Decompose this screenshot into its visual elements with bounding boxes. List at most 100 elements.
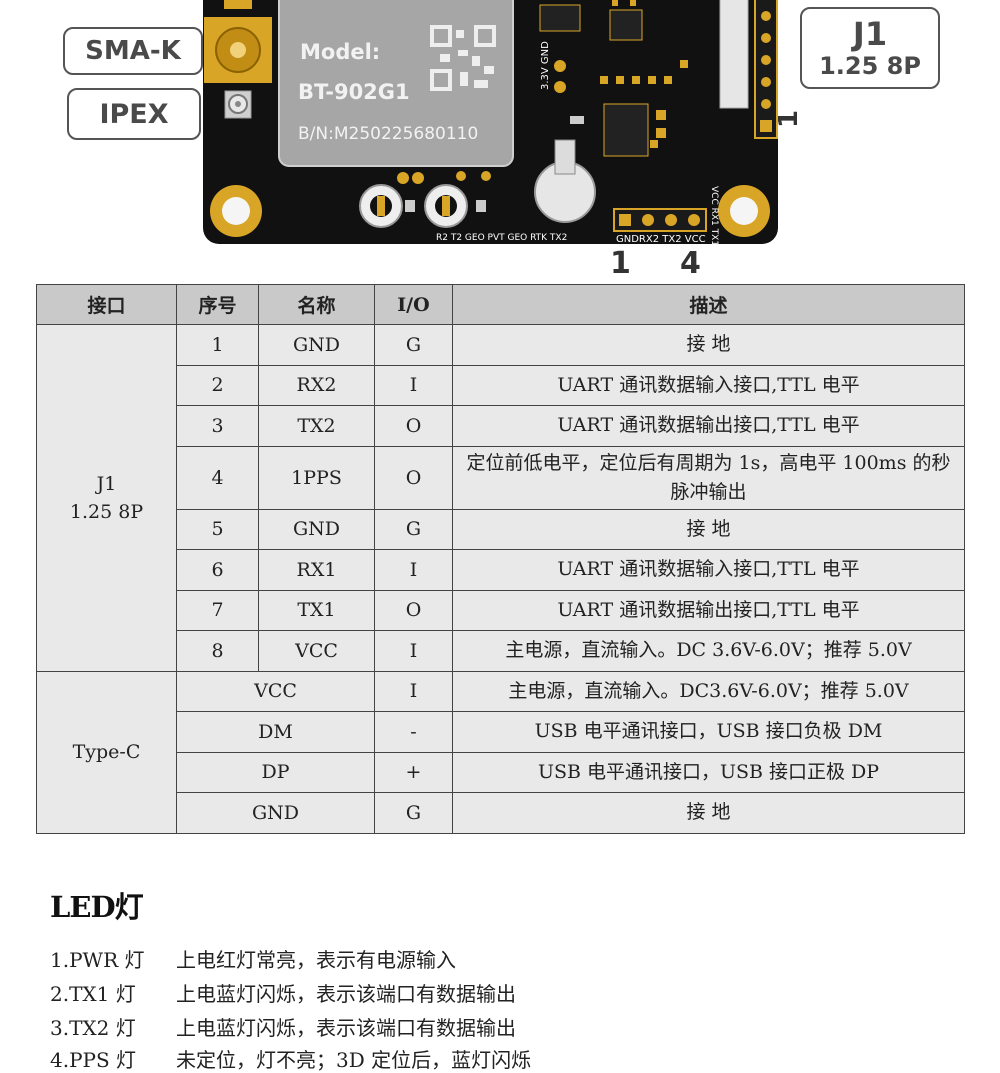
list-item: 4.PPS 灯 未定位，灯不亮；3D 定位后，蓝灯闪烁 [50,1044,531,1073]
table-row: 4 1PPS O 定位前低电平，定位后有周期为 1s，高电平 100ms 的秒脉… [37,445,965,510]
pin-name: GND [258,324,375,366]
table-row: 8 VCC I 主电源，直流输入。DC 3.6V-6.0V；推荐 5.0V [37,630,965,672]
table-row: 3 TX2 O UART 通讯数据输出接口,TTL 电平 [37,405,965,447]
pin-desc: UART 通讯数据输入接口,TTL 电平 [452,364,965,406]
pin-io: O [374,405,453,447]
led-name: 1.PWR 灯 [50,948,145,972]
rtk-silkscreen: R2 T2 GEO PVT GEO RTK TX2 [436,233,567,243]
pin-no: 5 [176,508,259,550]
pin-name: TX1 [258,589,375,631]
pin-name: GND [176,792,375,834]
pin-io: G [374,792,453,834]
table-row: 6 RX1 I UART 通讯数据输入接口,TTL 电平 [37,549,965,591]
pin-name: GND [258,508,375,550]
board-illustration: Model: BT-902G1 B/N:M250225680110 [0,0,1000,282]
table-row: J1 1.25 8P 1 GND G 接 地 [36,324,965,672]
table-header-row: 接口 序号 名称 I/O 描述 [36,284,965,325]
pin-io: O [374,589,453,631]
led-section-title: LED灯 [50,890,144,924]
power-silkscreen: 3.3V GND [540,41,551,90]
pin-no: 3 [176,405,259,447]
led-desc: 未定位，灯不亮；3D 定位后，蓝灯闪烁 [176,1048,532,1072]
table-row: DM - USB 电平通讯接口，USB 接口负极 DM [37,711,965,753]
pin-no: 4 [176,445,259,510]
pin-no: 6 [176,549,259,591]
qr-code-icon [430,25,496,91]
pin-desc: 定位前低电平，定位后有周期为 1s，高电平 100ms 的秒脉冲输出 [452,445,965,510]
j1-spec-label: 1.25 8P [819,52,921,80]
ipex-label: IPEX [99,98,169,130]
sma-k-callout: SMA-K [63,27,203,75]
table-row: 2 RX2 I UART 通讯数据输入接口,TTL 电平 [37,364,965,406]
pin-desc: 接 地 [452,508,965,550]
pin-io: G [374,508,453,550]
pin-name: VCC [176,670,375,712]
pin-name: TX2 [258,405,375,447]
j1-pin-number-1: 1 [774,109,805,129]
table-row: 5 GND G 接 地 [37,508,965,550]
header-desc: 描述 [452,284,965,325]
pin-no: 8 [176,630,259,672]
pin-io: O [374,445,453,510]
pin-io: + [374,751,453,793]
pin-desc: 主电源，直流输入。DC 3.6V-6.0V；推荐 5.0V [452,630,965,672]
pin-io: I [374,549,453,591]
j1-callout: J1 1.25 8P [800,7,940,89]
led-name: 4.PPS 灯 [50,1048,137,1072]
pin-desc: 接 地 [452,324,965,366]
pin-io: I [374,364,453,406]
table-row: DP + USB 电平通讯接口，USB 接口正极 DP [37,751,965,793]
led-desc: 上电蓝灯闪烁，表示该端口有数据输出 [176,982,516,1006]
module-model: BT-902G1 [298,80,410,104]
pin-name: DM [176,711,375,753]
pin-desc: UART 通讯数据输出接口,TTL 电平 [452,589,965,631]
ipex-callout: IPEX [67,88,201,140]
port-j1-spec: 1.25 8P [69,500,144,523]
pin-no: 1 [176,324,259,366]
module-model-label: Model: [300,40,380,64]
header-4pin [613,208,707,232]
pin-desc: USB 电平通讯接口，USB 接口正极 DP [452,751,965,793]
list-item: 1.PWR 灯 上电红灯常亮，表示有电源输入 [50,944,456,973]
pin-io: G [374,324,453,366]
j1-label: J1 [852,15,888,53]
table-row: GND G 接 地 [37,792,965,834]
pin-io: I [374,630,453,672]
port-cell-typec: Type-C [36,670,177,834]
led-cluster [359,171,491,228]
pin-name: VCC [258,630,375,672]
pin-desc: UART 通讯数据输入接口,TTL 电平 [452,549,965,591]
header-io: I/O [374,284,453,325]
header-port: 接口 [36,284,177,325]
pin-desc: 主电源，直流输入。DC3.6V-6.0V；推荐 5.0V [452,670,965,712]
led-name: 3.TX2 灯 [50,1016,136,1040]
pin-name: DP [176,751,375,793]
list-item: 2.TX1 灯 上电蓝灯闪烁，表示该端口有数据输出 [50,978,516,1007]
header-no: 序号 [176,284,259,325]
pin-definition-table: 接口 序号 名称 I/O 描述 J1 1.25 8P 1 GND G 接 地 2… [36,284,965,834]
pin-name: RX2 [258,364,375,406]
pin-no: 7 [176,589,259,631]
pin-desc: UART 通讯数据输出接口,TTL 电平 [452,405,965,447]
header-name: 名称 [258,284,375,325]
pin-number-1: 1 [610,246,631,281]
module-bn: B/N:M250225680110 [298,124,478,144]
led-desc: 上电蓝灯闪烁，表示该端口有数据输出 [176,1016,516,1040]
pin-name: 1PPS [258,445,375,510]
j1-connector [719,0,749,109]
led-name: 2.TX1 灯 [50,982,136,1006]
port-j1-name: J1 [96,472,117,495]
pin-io: I [374,670,453,712]
led-desc: 上电红灯常亮，表示有电源输入 [176,948,456,972]
sma-k-label: SMA-K [85,36,181,66]
pin-desc: USB 电平通讯接口，USB 接口负极 DM [452,711,965,753]
pin-name: RX1 [258,549,375,591]
port-cell-j1: J1 1.25 8P [36,324,177,672]
j1-silkscreen: VCC RX1 TX1 GND PPS RX2 TX2 GND [709,186,719,282]
pin-number-4: 4 [680,246,701,281]
pin-io: - [374,711,453,753]
header-silkscreen: GNDRX2 TX2 VCC [616,234,706,245]
pin-desc: 接 地 [452,792,965,834]
pin-no: 2 [176,364,259,406]
list-item: 3.TX2 灯 上电蓝灯闪烁，表示该端口有数据输出 [50,1012,516,1041]
